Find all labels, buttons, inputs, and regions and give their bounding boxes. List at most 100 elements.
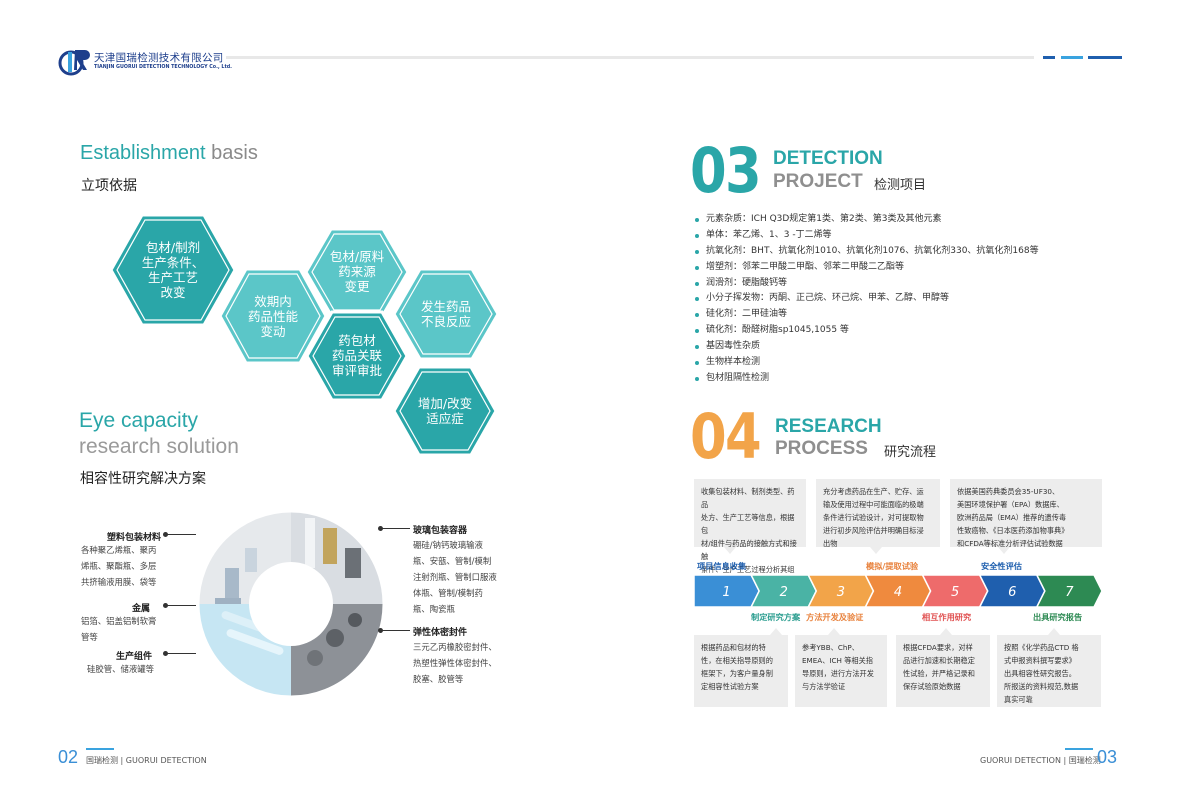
plastic-leader <box>166 534 196 535</box>
hex-3 <box>304 227 410 317</box>
company-name-cn: 天津国瑞检测技术有限公司 <box>94 52 224 64</box>
plastic-dot <box>163 532 168 537</box>
process-step-arrow <box>1036 575 1102 607</box>
list-item: 小分子挥发物：丙酮、正己烷、环己烷、甲苯、乙醇、甲醇等 <box>694 291 1114 307</box>
pointer-up-icon <box>770 628 782 635</box>
production-dot <box>163 651 168 656</box>
research-title-cn: 研究流程 <box>884 445 937 460</box>
metal-leader <box>166 605 196 606</box>
hex-1 <box>109 213 237 327</box>
glass-containers-label: 玻璃包装容器 <box>413 526 468 536</box>
glass-dot <box>378 526 383 531</box>
hex-2-label: 效期内 药品性能 变动 <box>247 294 298 339</box>
glass-containers-text: 硼硅/钠钙玻璃输液 瓶、安瓿、管制/模制 注射剂瓶、管制口服液 体瓶、管制/模制… <box>413 540 497 614</box>
hexagon-graphic <box>109 213 500 457</box>
logo-mark-icon <box>58 50 90 76</box>
process-step-arrow <box>921 575 989 607</box>
list-item: 包材阻隔性检测 <box>694 371 1114 387</box>
plastic-materials-label: 塑料包装材料 <box>107 533 162 543</box>
list-item: 生物样本检测 <box>694 355 1114 371</box>
hex-1-label: 包材/制剂 生产条件、 生产工艺 改变 <box>141 240 205 300</box>
process-step-arrow <box>978 575 1046 607</box>
process-step-number: 6 <box>1008 585 1016 600</box>
pointer-down-icon <box>870 547 882 554</box>
establishment-heading: Establishment basis <box>80 142 258 165</box>
elastomer-seals-text: 三元乙丙橡胶密封件、 热塑性弹性体密封件、 胶塞、胶管等 <box>413 642 497 684</box>
eye-capacity-heading: Eye capacity <box>79 409 199 432</box>
process-box-method: 参考YBB、ChP、 EMEA、ICH 等相关指 导原则，进行方法开发 与方法学… <box>795 635 887 707</box>
process-box-report: 按照《化学药品CTD 格 式申报资料撰写要求》 出具相容性研究报告。 所报送的资… <box>997 635 1101 707</box>
metal-text: 铝箔、铝盖铝制软膏 管等 <box>81 616 157 642</box>
hex-4 <box>305 310 409 402</box>
header-rule <box>226 56 1034 59</box>
step-label-method: 方法开发及验证 <box>806 612 864 622</box>
list-item: 增塑剂：邻苯二甲酸二甲酯、邻苯二甲酸二乙酯等 <box>694 260 1114 276</box>
process-step-number: 4 <box>894 585 902 600</box>
establishment-heading-cn: 立项依据 <box>81 178 137 194</box>
hex-6 <box>392 365 498 457</box>
header-accent-2 <box>1061 56 1083 59</box>
establishment-heading-b: basis <box>205 142 258 164</box>
header-accent-1 <box>1043 56 1055 59</box>
detection-title-cn: 检测项目 <box>874 178 927 193</box>
page-number-left: 02 <box>58 747 79 767</box>
research-title-2: PROCESS <box>775 438 868 459</box>
footer-brand-right: GUORUI DETECTION | 国瑞检测 <box>980 756 1101 765</box>
compatibility-heading-cn: 相容性研究解决方案 <box>80 471 206 487</box>
step-label-report: 出具研究报告 <box>1033 612 1083 622</box>
process-step-number: 2 <box>780 585 788 600</box>
footer-accent-left <box>86 748 114 750</box>
process-step-number: 3 <box>837 585 845 600</box>
glass-leader <box>380 528 410 529</box>
list-item: 抗氧化剂：BHT、抗氧化剂1010、抗氧化剂1076、抗氧化剂330、抗氧化剂1… <box>694 244 1114 260</box>
list-item: 硫化剂：酚醛树脂sp1045,1055 等 <box>694 323 1114 339</box>
list-item: 元素杂质：ICH Q3D规定第1类、第2类、第3类及其他元素 <box>694 212 1114 228</box>
research-title-1: RESEARCH <box>775 416 882 437</box>
step-label-interaction: 相互作用研究 <box>922 612 972 622</box>
footer-accent-right <box>1065 748 1093 750</box>
metal-label: 金属 <box>132 604 151 614</box>
company-name-en: TIANJIN GUORUI DETECTION TECHNOLOGY Co.,… <box>94 65 232 70</box>
metal-dot <box>163 603 168 608</box>
production-components-text: 硅胶管、储液罐等 <box>87 664 154 674</box>
step-label-safety: 安全性评估 <box>981 561 1022 571</box>
hex-3-label: 包材/原料 药来源 变更 <box>329 249 385 294</box>
production-leader <box>166 653 196 654</box>
elastomer-seals-label: 弹性体密封件 <box>413 628 468 638</box>
detection-items-list: 元素杂质：ICH Q3D规定第1类、第2类、第3类及其他元素 单体：苯乙烯、1、… <box>694 212 1114 387</box>
hex-6-label: 增加/改变 适应症 <box>417 396 473 426</box>
hex-5 <box>392 267 500 361</box>
header-accent-3 <box>1088 56 1122 59</box>
process-box-safety: 依据美国药典委员会35-UF30、 美国环境保护署（EPA）数据库、 欧洲药品局… <box>950 479 1102 548</box>
pointer-down-icon <box>724 547 736 554</box>
elastomer-dot <box>378 628 383 633</box>
list-item: 单体：苯乙烯、1、3 -丁二烯等 <box>694 228 1114 244</box>
pointer-up-icon <box>940 628 952 635</box>
footer-brand-left: 国瑞检测 | GUORUI DETECTION <box>86 756 207 765</box>
materials-photo-ring <box>198 511 384 697</box>
section-number-04: 04 <box>690 400 762 473</box>
step-label-info-collection: 项目信息收集 <box>697 561 747 571</box>
section-number-03: 03 <box>690 134 762 207</box>
process-box-extraction: 充分考虑药品在生产、贮存、运 输及使用过程中可能面临的极端 条件进行试验设计，对… <box>816 479 940 548</box>
elastomer-leader <box>380 630 410 631</box>
process-step-arrow <box>750 575 818 607</box>
pointer-down-icon <box>998 547 1010 554</box>
list-item: 润滑剂：硬脂酸钙等 <box>694 276 1114 292</box>
pointer-up-icon <box>1048 628 1060 635</box>
detection-title-1: DETECTION <box>773 148 883 169</box>
establishment-heading-a: Establishment <box>80 142 206 164</box>
production-components-label: 生产组件 <box>116 652 153 662</box>
plastic-materials-text: 各种聚乙烯瓶、聚丙 烯瓶、聚酯瓶、多层 共挤输液用膜、袋等 <box>81 545 157 587</box>
pointer-up-icon <box>828 628 840 635</box>
process-box-plan: 根据药品和包材的特 性，在相关指导原则的 框架下，为客户量身制 定相容性试验方案 <box>694 635 788 707</box>
list-item: 基因毒性杂质 <box>694 339 1114 355</box>
company-logo: 天津国瑞检测技术有限公司 TIANJIN GUORUI DETECTION TE… <box>58 44 278 80</box>
process-step-arrow <box>864 575 932 607</box>
hex-5-label: 发生药品 不良反应 <box>420 299 471 329</box>
page-number-right: 03 <box>1097 747 1118 767</box>
process-box-interaction: 根据CFDA要求，对样 品进行加速和长期稳定 性试验，并严格记录和 保存试验原始… <box>896 635 990 707</box>
list-item: 硅化剂：二甲硅油等 <box>694 307 1114 323</box>
detection-title-2: PROJECT <box>773 171 863 192</box>
